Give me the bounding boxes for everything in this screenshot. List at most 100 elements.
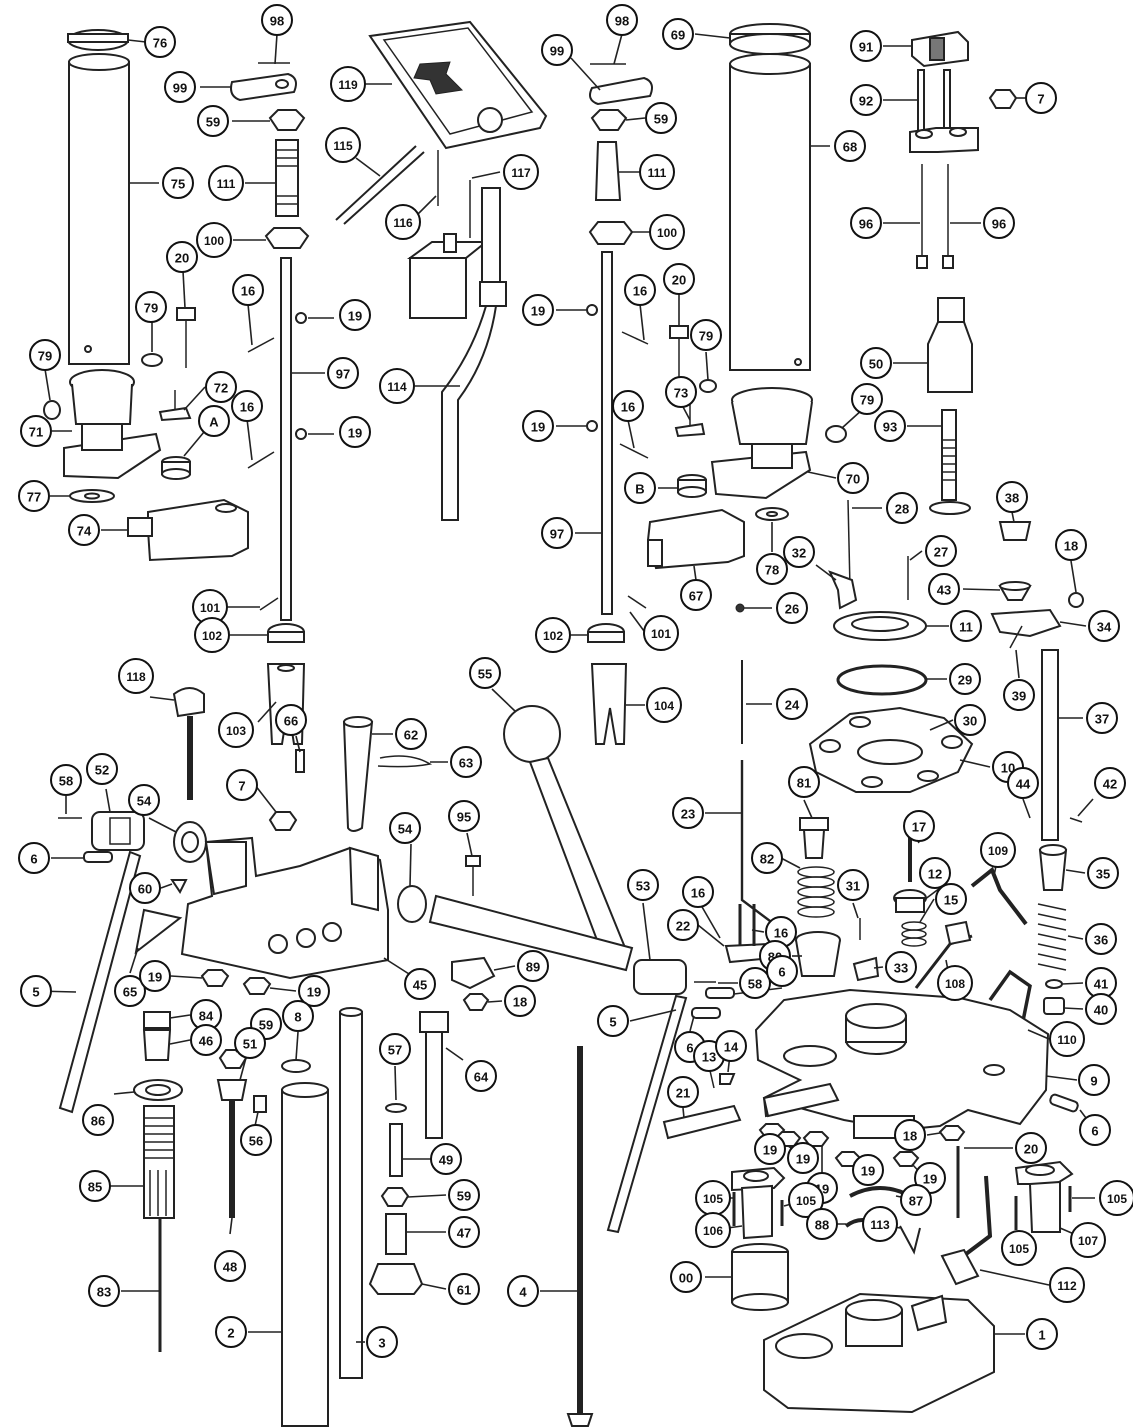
callout-circle: [639, 154, 675, 190]
callout-circle: [162, 167, 194, 199]
callout-38: 38: [996, 481, 1028, 513]
callout-number: 67: [689, 589, 703, 604]
callout-number: 35: [1096, 867, 1110, 882]
callout-circle: [925, 535, 957, 567]
right-upper-assembly: [586, 63, 745, 745]
callout-number: 54: [137, 794, 152, 809]
callout-number: 78: [765, 563, 779, 578]
callout-101: 101: [192, 589, 228, 625]
callout-number: 64: [474, 1070, 489, 1085]
callout-circle: [667, 909, 699, 941]
callout-circle: [18, 480, 50, 512]
callout-108: 108: [937, 965, 973, 1001]
callout-number: 104: [654, 699, 674, 713]
callout-circle: [389, 812, 421, 844]
callout-circle: [385, 204, 421, 240]
callout-number: 68: [843, 140, 857, 155]
callout-number: 14: [724, 1040, 739, 1055]
callout-56: 56: [240, 1124, 272, 1156]
callout-67: 67: [680, 579, 712, 611]
callout-number: 00: [679, 1271, 693, 1286]
callout-circle: [448, 1179, 480, 1211]
callout-55: 55: [469, 657, 501, 689]
lower-left-parts: [133, 1007, 594, 1427]
callout-14: 14: [715, 1030, 747, 1062]
callout-number: 86: [91, 1114, 105, 1129]
callout-number: 18: [903, 1129, 917, 1144]
callout-circle: [128, 784, 160, 816]
callout-number: 10: [1001, 761, 1015, 776]
callout-34: 34: [1088, 610, 1120, 642]
callout-number: 119: [338, 78, 358, 92]
callout-circle: [739, 967, 771, 999]
callout-number: 61: [457, 1283, 471, 1298]
callout-circle: [541, 517, 573, 549]
callout-39: 39: [1003, 679, 1035, 711]
callout-26: 26: [776, 592, 808, 624]
callout-circle: [612, 390, 644, 422]
callout-number: 79: [860, 393, 874, 408]
callout-circle: [663, 263, 695, 295]
callout-number: 74: [77, 524, 92, 539]
callout-number: 100: [204, 234, 224, 248]
callout-circle: [379, 368, 415, 404]
callout-circle: [275, 704, 307, 736]
callout-number: 59: [457, 1189, 471, 1204]
callout-number: 107: [1078, 1234, 1098, 1248]
callout-98: 98: [261, 4, 293, 36]
callout-number: 12: [928, 867, 942, 882]
callout-100: 100: [649, 214, 685, 250]
callout-number: 33: [894, 961, 908, 976]
callout-99: 99: [541, 34, 573, 66]
callout-number: 99: [550, 44, 564, 59]
callout-circle: [325, 127, 361, 163]
callout-circle: [234, 1027, 266, 1059]
callout-number: 18: [513, 995, 527, 1010]
callout-number: 79: [144, 301, 158, 316]
callout-circle: [339, 416, 371, 448]
callout-33: 33: [885, 951, 917, 983]
callout-number: 6: [30, 852, 37, 867]
callout-circle: [624, 274, 656, 306]
callout-75: 75: [162, 167, 194, 199]
callout-number: 28: [895, 502, 909, 517]
callout-number: 56: [249, 1134, 263, 1149]
callout-circle: [1015, 1132, 1047, 1164]
callout-107: 107: [1070, 1222, 1106, 1258]
carrier-base: [662, 987, 1079, 1140]
callout-circle: [330, 66, 366, 102]
callout-circle: [198, 405, 230, 437]
callout-105: 105: [695, 1180, 731, 1216]
callout-circle: [886, 492, 918, 524]
callout-00: 00: [670, 1261, 702, 1293]
callout-number: 16: [240, 400, 254, 415]
callout-number: 19: [348, 309, 362, 324]
callout-19: 19: [522, 410, 554, 442]
callout-number: 46: [199, 1034, 213, 1049]
callout-97: 97: [327, 357, 359, 389]
callout-circle: [670, 1261, 702, 1293]
callout-circle: [643, 615, 679, 651]
callout-79: 79: [690, 319, 722, 351]
callout-circle: [672, 797, 704, 829]
callout-9: 9: [1078, 1064, 1110, 1096]
callout-61: 61: [448, 1273, 480, 1305]
callout-105: 105: [1099, 1180, 1133, 1216]
center-upper-assembly: [335, 20, 548, 521]
callout-105: 105: [1001, 1230, 1037, 1266]
callout-110: 110: [1049, 1021, 1085, 1057]
callout-number: 19: [923, 1172, 937, 1187]
callout-circle: [1078, 1064, 1110, 1096]
callout-number: 96: [859, 217, 873, 232]
callout-number: 31: [846, 879, 860, 894]
callout-circle: [903, 810, 935, 842]
main-frame: [58, 687, 716, 1234]
callout-number: 66: [284, 714, 298, 729]
callout-circle: [18, 842, 50, 874]
callout-number: B: [635, 482, 644, 497]
callout-number: 5: [32, 985, 39, 1000]
callout-113: 113: [862, 1206, 898, 1242]
callout-number: A: [209, 415, 219, 430]
callout-circle: [86, 753, 118, 785]
